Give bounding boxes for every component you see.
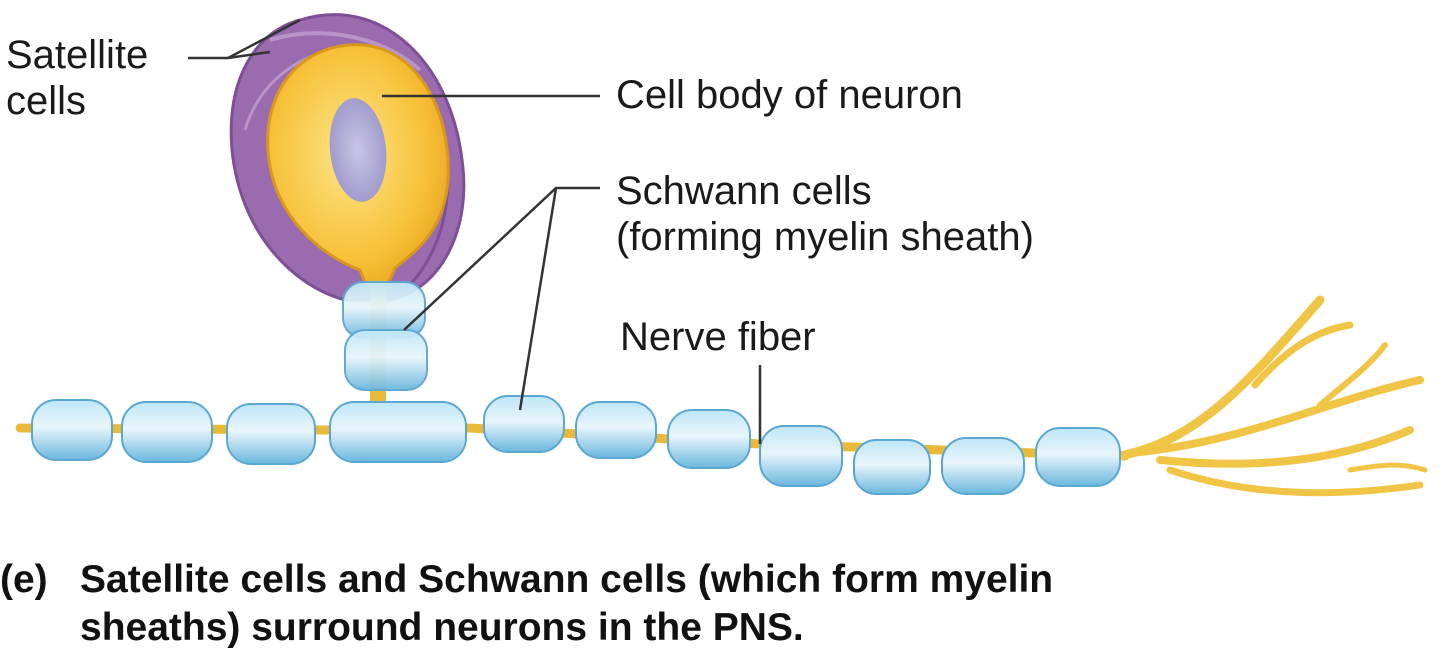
label-satellite-cells: Satellite cells bbox=[6, 32, 148, 124]
schwann-cell-row bbox=[31, 395, 1121, 495]
nucleus bbox=[329, 98, 387, 202]
schwann-cell bbox=[226, 403, 316, 465]
schwann-cell bbox=[329, 401, 467, 463]
schwann-cell bbox=[759, 425, 843, 487]
label-cell-body: Cell body of neuron bbox=[616, 73, 963, 117]
schwann-cell bbox=[941, 437, 1025, 495]
label-schwann-line1: Schwann cells bbox=[616, 169, 872, 213]
schwann-cell-vertical-lower bbox=[344, 329, 428, 391]
schwann-cell bbox=[853, 439, 931, 495]
leader-schwann bbox=[403, 186, 600, 411]
figure-caption: (e) Satellite cells and Schwann cells (wh… bbox=[0, 556, 1053, 652]
caption-line2: sheaths) surround neurons in the PNS. bbox=[0, 604, 1053, 652]
caption-letter: (e) bbox=[0, 558, 48, 601]
label-satellite-line1: Satellite bbox=[6, 33, 149, 77]
schwann-cell bbox=[121, 401, 213, 463]
label-satellite-line2: cells bbox=[6, 79, 87, 123]
caption-line1: (e) Satellite cells and Schwann cells (wh… bbox=[0, 556, 1053, 604]
leader-lines bbox=[188, 18, 762, 444]
label-nerve-fiber: Nerve fiber bbox=[620, 315, 816, 359]
axon-terminal-branches bbox=[1115, 295, 1428, 497]
label-schwann-cells: Schwann cells (forming myelin sheath) bbox=[616, 168, 1034, 260]
schwann-cell bbox=[31, 399, 113, 461]
schwann-cell bbox=[667, 409, 751, 469]
schwann-cell bbox=[575, 401, 657, 459]
neuron-illustration bbox=[15, 13, 1428, 497]
label-schwann-line2: (forming myelin sheath) bbox=[616, 215, 1034, 259]
caption-line1-text: Satellite cells and Schwann cells (which… bbox=[80, 558, 1054, 601]
leader-satellite bbox=[188, 18, 301, 60]
schwann-cell bbox=[483, 395, 565, 453]
caption-line2-text: sheaths) surround neurons in the PNS. bbox=[80, 606, 804, 649]
schwann-cell bbox=[1035, 427, 1121, 487]
